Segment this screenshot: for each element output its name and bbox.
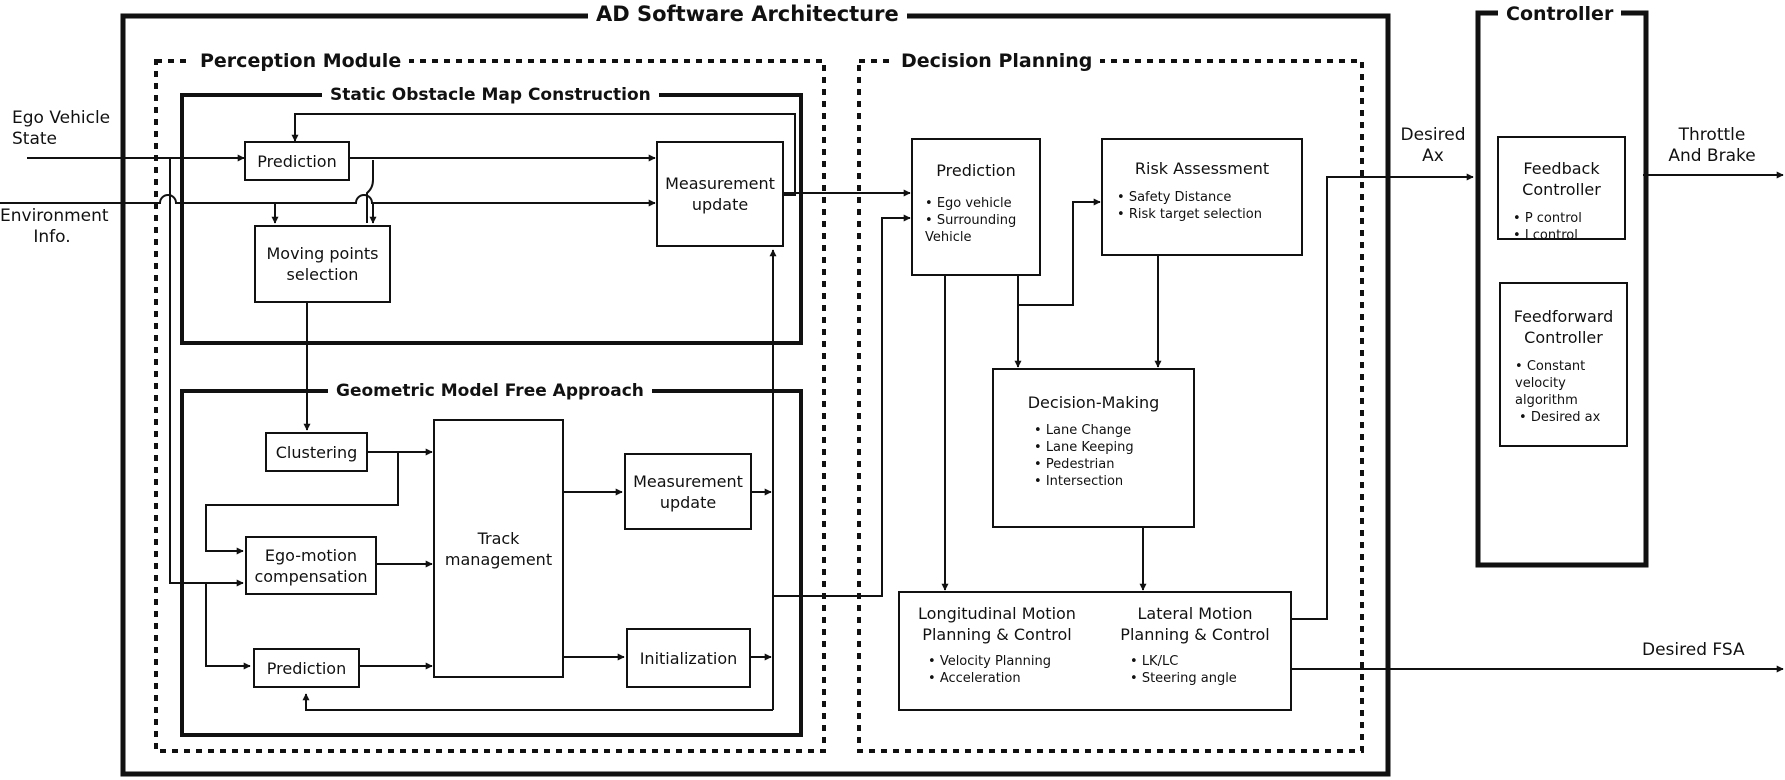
geometric-prediction-label: Prediction: [266, 658, 347, 678]
geometric-measurement-update-label: Measurement update: [633, 471, 743, 512]
decision-making-box[interactable]: Decision-Making Lane Change Lane Keeping…: [992, 368, 1195, 528]
decision-making-list: Lane Change Lane Keeping Pedestrian Inte…: [1034, 422, 1134, 490]
risk-assessment-box[interactable]: Risk Assessment Safety Distance Risk tar…: [1101, 138, 1303, 256]
lateral-title: Lateral Motion Planning & Control: [1120, 604, 1270, 644]
decision-making-item: Intersection: [1034, 473, 1134, 490]
lateral-item: LK/LC: [1130, 653, 1237, 670]
throttle-brake-label: Throttle And Brake: [1668, 125, 1756, 166]
initialization-box[interactable]: Initialization: [626, 628, 751, 688]
lateral-item: Steering angle: [1130, 670, 1237, 687]
static-feedback-loop: [291, 113, 796, 196]
motion-planning-box[interactable]: Longitudinal Motion Planning & Control V…: [898, 591, 1292, 711]
decision-title: Decision Planning: [893, 50, 1101, 72]
controller-title: Controller: [1498, 3, 1622, 25]
ego-motion-label: Ego-motion compensation: [254, 545, 368, 586]
clustering-loop: [205, 452, 399, 555]
static-measurement-update-label: Measurement update: [665, 174, 775, 214]
feedforward-controller-title: Feedforward Controller: [1513, 307, 1614, 347]
static-prediction-box[interactable]: Prediction: [244, 141, 350, 181]
decision-prediction-box[interactable]: Prediction Ego vehicle Surrounding Vehic…: [911, 138, 1041, 276]
desired-ax-line: [1292, 173, 1474, 620]
desired-ax-label: Desired Ax: [1400, 125, 1466, 166]
decision-frame: [857, 59, 1364, 753]
static-map-title: Static Obstacle Map Construction: [322, 84, 659, 106]
clustering-box[interactable]: Clustering: [265, 432, 368, 472]
geometric-output: [773, 214, 911, 597]
lateral-list: LK/LC Steering angle: [1130, 653, 1237, 687]
decision-prediction-title: Prediction: [936, 161, 1016, 180]
environment-line: [0, 194, 656, 207]
environment-info-label: Environment Info.: [0, 206, 109, 247]
risk-assessment-item: Safety Distance: [1117, 189, 1262, 206]
feedforward-controller-list: Constant velocity algorithm Desired ax: [1515, 358, 1600, 426]
risk-assessment-title: Risk Assessment: [1134, 159, 1270, 178]
moving-points-box[interactable]: Moving points selection: [254, 225, 391, 303]
perception-title: Perception Module: [192, 50, 410, 72]
feedforward-controller-item: Desired ax: [1515, 409, 1601, 426]
decision-prediction-list: Ego vehicle Surrounding Vehicle: [925, 195, 1016, 246]
ego-to-prediction: [205, 583, 251, 670]
static-prediction-label: Prediction: [257, 151, 337, 171]
longitudinal-title: Longitudinal Motion Planning & Control: [918, 604, 1076, 644]
risk-assessment-list: Safety Distance Risk target selection: [1117, 189, 1262, 223]
decision-making-item: Lane Keeping: [1034, 439, 1134, 456]
feedback-controller-list: P control I control: [1513, 210, 1582, 244]
moving-points-label: Moving points selection: [266, 244, 379, 284]
decision-making-title: Decision-Making: [1027, 393, 1160, 412]
geometric-prediction-box[interactable]: Prediction: [253, 648, 360, 688]
feedforward-controller-item: Constant velocity algorithm: [1515, 358, 1600, 409]
feedforward-controller-box[interactable]: Feedforward Controller Constant velocity…: [1499, 282, 1628, 447]
decision-prediction-item: Ego vehicle: [925, 195, 1016, 212]
static-measurement-update-box[interactable]: Measurement update: [656, 141, 784, 247]
desired-fsa-label: Desired FSA: [1642, 640, 1745, 660]
track-management-label: Track management: [444, 528, 553, 569]
ego-motion-box[interactable]: Ego-motion compensation: [245, 536, 377, 595]
decision-prediction-item: Surrounding Vehicle: [925, 212, 1016, 246]
feedback-controller-item: P control: [1513, 210, 1582, 227]
feedback-controller-title: Feedback Controller: [1522, 159, 1601, 199]
longitudinal-list: Velocity Planning Acceleration: [928, 653, 1051, 687]
track-management-box[interactable]: Track management: [433, 419, 564, 678]
geometric-measurement-update-box[interactable]: Measurement update: [624, 453, 752, 530]
ego-vehicle-state-label: Ego Vehicle State: [12, 108, 111, 149]
prediction-to-moving-points: [367, 160, 376, 223]
clustering-label: Clustering: [275, 442, 358, 462]
decision-making-item: Pedestrian: [1034, 456, 1134, 473]
longitudinal-item: Velocity Planning: [928, 653, 1051, 670]
architecture-title: AD Software Architecture: [588, 2, 907, 26]
geometric-title: Geometric Model Free Approach: [328, 380, 652, 402]
geometric-feedback-loop: [302, 693, 773, 711]
decision-making-item: Lane Change: [1034, 422, 1134, 439]
feedback-controller-item: I control: [1513, 227, 1582, 244]
prediction-to-risk: [1018, 198, 1101, 306]
initialization-label: Initialization: [639, 648, 738, 668]
ego-state-branch: [169, 158, 244, 587]
longitudinal-item: Acceleration: [928, 670, 1051, 687]
feedback-controller-box[interactable]: Feedback Controller P control I control: [1497, 136, 1626, 243]
perception-frame: [154, 59, 826, 753]
risk-assessment-item: Risk target selection: [1117, 206, 1262, 223]
